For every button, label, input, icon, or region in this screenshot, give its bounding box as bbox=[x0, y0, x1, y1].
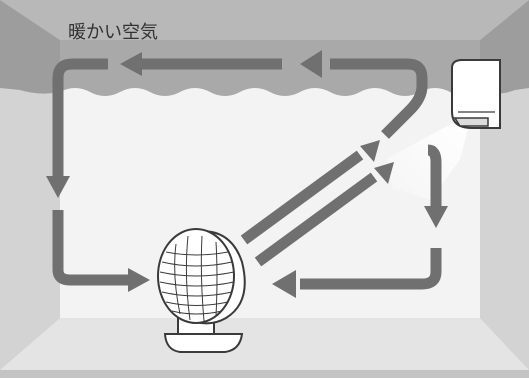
air-conditioner-icon bbox=[451, 59, 501, 129]
arrow-top-left-down bbox=[52, 58, 108, 178]
ceiling bbox=[0, 0, 529, 40]
arrow-bottom-left-to-fan bbox=[52, 210, 128, 286]
warm-air-left-wall bbox=[0, 0, 60, 94]
arrowhead-left-down bbox=[46, 176, 70, 198]
arrowhead-diagonal-upper bbox=[360, 140, 380, 162]
circulator-fan-icon bbox=[157, 228, 246, 353]
arrow-diagonal-upper bbox=[240, 150, 364, 245]
arrow-corner-to-top bbox=[330, 58, 428, 139]
arrow-heads bbox=[46, 50, 448, 298]
arrowhead-top-middle bbox=[120, 52, 142, 76]
arrowhead-to-fan-left bbox=[128, 268, 150, 292]
arrow-right-down bbox=[427, 144, 442, 210]
warm-air-caption: 暖かい空気 bbox=[68, 22, 158, 43]
arrowhead-to-fan-right bbox=[272, 270, 296, 298]
circulation-arrows bbox=[52, 58, 442, 290]
arrowhead-diagonal-lower bbox=[374, 162, 394, 184]
airflow-beam bbox=[388, 120, 470, 200]
floor bbox=[0, 318, 529, 370]
arrow-diagonal-lower bbox=[254, 172, 378, 267]
arrow-right-bottom-to-fan bbox=[300, 248, 442, 290]
arrowhead-right-down bbox=[424, 206, 448, 228]
arrowhead-top-right bbox=[300, 50, 322, 78]
